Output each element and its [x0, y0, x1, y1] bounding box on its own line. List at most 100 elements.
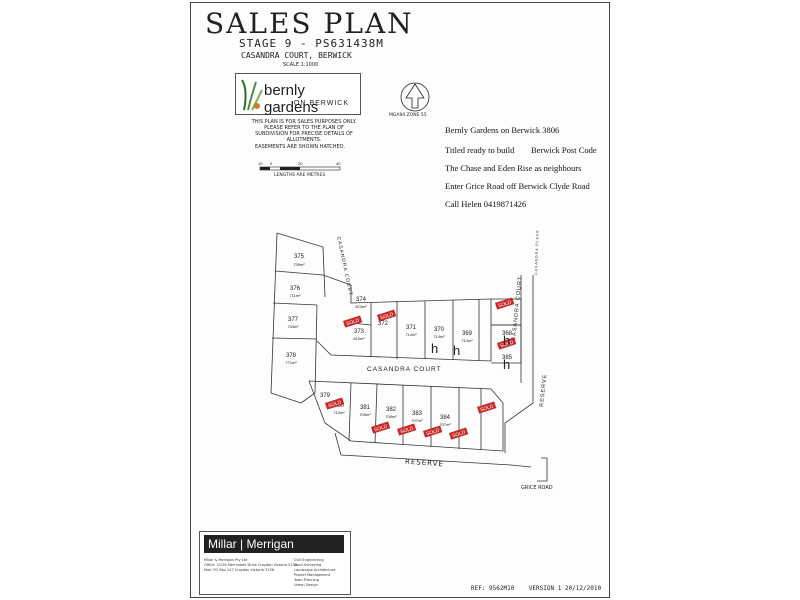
sales-plan-sheet: SALES PLAN STAGE 9 - PS631438M CASANDRA …	[190, 2, 610, 598]
lot-area: 623m²	[355, 304, 367, 309]
surveyor-block: Millar | Merrigan Millar & Merrigan Pty …	[199, 531, 351, 595]
scale-label: SCALE 1:1000	[283, 62, 319, 68]
lot-number: 381	[360, 405, 371, 411]
lot-number: 378	[286, 353, 297, 359]
sold-badge-box	[377, 309, 397, 322]
lot-number: 369	[462, 331, 473, 337]
sold-badge-box	[371, 421, 391, 434]
sold-badge: SOLD	[371, 421, 391, 434]
lot-area: 733m²	[287, 324, 299, 329]
info-line: Enter Grice Road off Berwick Clyde Road	[445, 181, 590, 191]
sold-badge: SOLD	[497, 337, 517, 350]
road-label-reserve-east: RESERVE	[539, 374, 548, 408]
sold-badges: SOLD SOLD SOLD SOLD SOLD SOLD SOLD SOLD SOLD SOLD	[325, 297, 517, 440]
road-label-casandra-place: CASANDRA PLACE	[534, 229, 540, 275]
bar-scale: 10 0 20 40	[258, 161, 341, 171]
street-label: CASANDRA COURT, BERWICK	[241, 51, 352, 60]
sold-badge-box	[477, 401, 497, 414]
info-line: Call Helen 0419871426	[445, 199, 527, 209]
road-label-grice-road: GRICE ROAD	[521, 485, 553, 491]
handwritten-mark: h	[453, 343, 460, 358]
lot-area: 710m²	[333, 410, 345, 415]
lot-area: 707m²	[411, 418, 423, 423]
north-arrow-icon	[400, 82, 430, 112]
lot-area: 714m²	[405, 332, 417, 337]
sold-badge-box	[495, 297, 515, 310]
handwritten-marks: h h h h	[431, 333, 510, 372]
surveyor-logo: Millar | Merrigan	[204, 535, 344, 553]
sold-badge-box	[325, 397, 345, 410]
sold-badge: SOLD	[449, 427, 469, 440]
logo-subtitle: ON BERWICK	[294, 100, 349, 107]
subdivision-plan: 375 739m² 376 711m² 377 733m² 378 771m² …	[270, 229, 548, 482]
sold-badge-box	[343, 315, 363, 328]
lot-number: 383	[412, 411, 423, 417]
surveyor-address: Millar & Merrigan Pty Ltd Office: 2/126 …	[204, 558, 297, 572]
lot-area: 714m²	[433, 334, 445, 339]
surveyor-services: Civil Engineering Land Surveying Landsca…	[294, 558, 336, 587]
handwritten-mark: h	[503, 333, 510, 348]
sold-badge-label: SOLD	[380, 311, 395, 321]
lot-boundary	[270, 232, 302, 404]
road-label-casandra-court: CASANDRA COURT	[367, 366, 442, 373]
lot-number: 372	[378, 321, 389, 327]
lot-area: 707m²	[439, 422, 451, 427]
sold-badge-label: SOLD	[400, 425, 415, 435]
handwritten-mark: h	[503, 357, 510, 372]
lot-number: 382	[386, 407, 397, 413]
sold-badge: SOLD	[377, 309, 397, 322]
sold-badge-label: SOLD	[374, 423, 389, 433]
info-line: Titled ready to build	[445, 145, 515, 155]
sold-badge-label: SOLD	[452, 429, 467, 439]
lot-number: 384	[440, 415, 451, 421]
sold-badge-label: SOLD	[500, 339, 515, 349]
sold-badge: SOLD	[343, 315, 363, 328]
plan-title: SALES PLAN	[205, 7, 414, 40]
lot-number: 380	[334, 403, 345, 409]
sold-badge-box	[397, 423, 417, 436]
sold-badge-label: SOLD	[426, 427, 441, 437]
lot-number: 377	[288, 317, 299, 323]
mga-zone-label: MGA94 ZONE 55	[389, 113, 427, 118]
lot-number: 374	[356, 297, 367, 303]
lot-area: 709m²	[359, 412, 371, 417]
bernly-gardens-logo: bernly gardens ON BERWICK	[235, 73, 361, 116]
lot-number: 379	[320, 393, 331, 399]
reference-label: REF: 9562M10 VERSION 1 20/12/2010	[471, 585, 602, 592]
sold-badge: SOLD	[325, 397, 345, 410]
info-line: Bernly Gardens on Berwick 3806	[445, 125, 560, 135]
info-line: Berwick Post Code	[531, 145, 597, 155]
sold-badge-label: SOLD	[346, 317, 361, 327]
lot-boundary	[276, 232, 326, 298]
scale-tick: 40	[336, 161, 341, 166]
road-label-casandra-court-east: CASANDRA COURT	[511, 276, 524, 342]
sold-badge-box	[423, 425, 443, 438]
info-line: The Chase and Eden Rise as neighbours	[445, 163, 582, 173]
lot-number: 373	[354, 329, 365, 335]
lot-number: 371	[406, 325, 417, 331]
scale-tick: 20	[298, 161, 303, 166]
logo-name: bernly gardens	[264, 82, 319, 116]
sold-badge-box	[449, 427, 469, 440]
lot-number: 385	[502, 355, 513, 361]
lot-number: 370	[434, 327, 445, 333]
lot-area: 711m²	[289, 293, 301, 298]
handwritten-mark: h	[431, 341, 438, 356]
lot-area: 714m²	[461, 338, 473, 343]
lot-number: 376	[290, 286, 301, 292]
lengths-note: LENGTHS ARE METRES	[274, 173, 326, 178]
easements-note: EASEMENTS ARE SHOWN HATCHED.	[255, 144, 346, 150]
sold-badge-label: SOLD	[328, 399, 343, 409]
lot-area: 706m²	[385, 414, 397, 419]
sales-notice: THIS PLAN IS FOR SALES PURPOSES ONLY. PL…	[251, 119, 357, 143]
sold-badge: SOLD	[423, 425, 443, 438]
scale-tick: 10	[258, 161, 263, 166]
scale-tick: 0	[270, 161, 273, 166]
sold-badge-label: SOLD	[480, 403, 495, 413]
grass-logo-icon	[241, 79, 263, 111]
lot-area: 739m²	[293, 262, 305, 267]
sold-badge-box	[497, 337, 517, 350]
sold-badge: SOLD	[397, 423, 417, 436]
lot-number: 368	[502, 331, 513, 337]
sold-badge-label: SOLD	[498, 299, 513, 309]
